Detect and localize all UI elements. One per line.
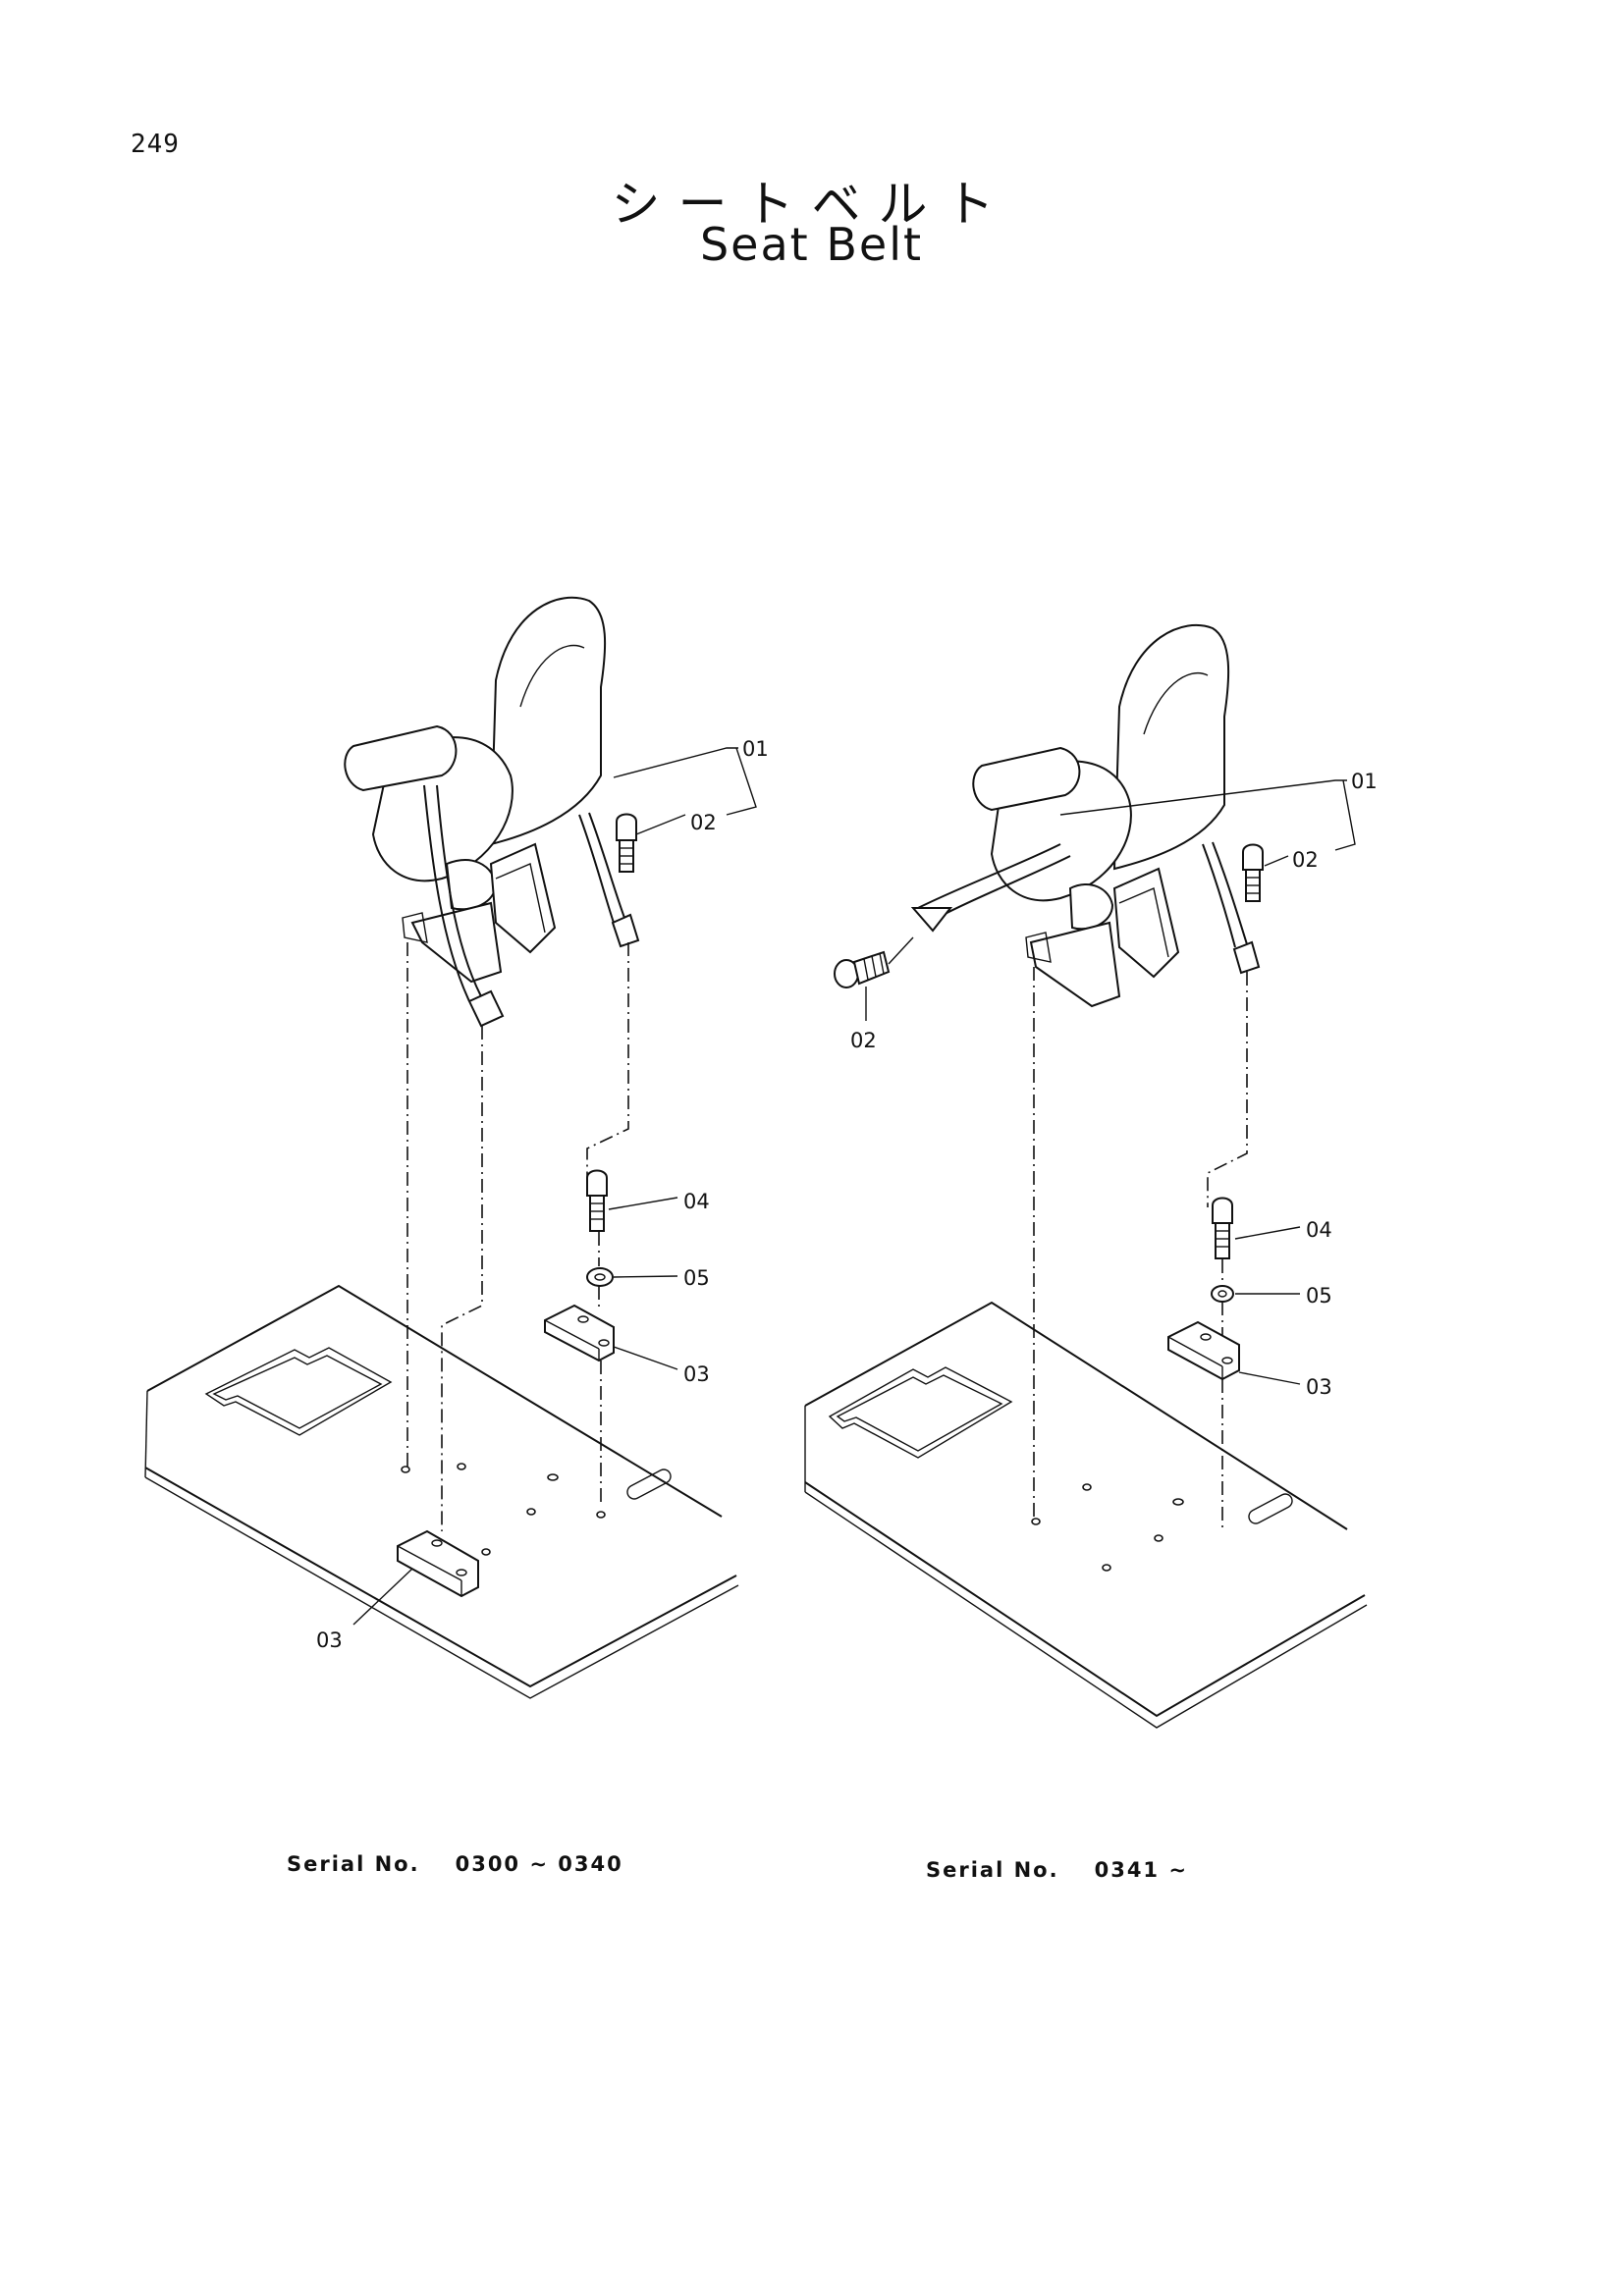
page-number: 249: [131, 130, 180, 159]
title-japanese: シートベルト: [611, 176, 1012, 233]
callout-02: 02: [1292, 848, 1319, 872]
bolt-04-left: [586, 1169, 608, 1232]
bolt-02-left: [616, 813, 637, 873]
bolt-04-right: [1212, 1197, 1233, 1259]
serial-range: 0341 ∼: [1094, 1858, 1188, 1882]
bolt-02-right-lower: [834, 950, 891, 988]
callout-02: 02: [850, 1029, 877, 1052]
seat-left: [344, 596, 640, 1028]
callout-01: 01: [742, 737, 769, 761]
callout-03: 03: [683, 1362, 710, 1386]
serial-caption-left: Serial No. 0300 ∼ 0340: [287, 1852, 623, 1876]
bracket-03-lower-left: [397, 1529, 479, 1598]
callout-02: 02: [690, 811, 717, 834]
callout-03: 03: [1306, 1375, 1332, 1399]
washer-05-right: [1211, 1285, 1234, 1303]
seat-right: [910, 623, 1261, 1008]
left-view: 01 02 04 05 03 03: [144, 596, 769, 1699]
callout-05: 05: [683, 1266, 710, 1290]
serial-range: 0300 ∼ 0340: [455, 1852, 623, 1876]
washer-05-left: [586, 1267, 614, 1287]
serial-label: Serial No.: [926, 1858, 1059, 1882]
right-view: 01 02 02 04 05 03: [804, 623, 1378, 1729]
bolt-02-right-upper: [1242, 843, 1264, 902]
serial-label: Serial No.: [287, 1852, 420, 1876]
floor-plate-right: [804, 1301, 1368, 1729]
bracket-03-right: [1167, 1320, 1240, 1381]
callout-04: 04: [1306, 1218, 1332, 1242]
bracket-03-upper-left: [544, 1304, 615, 1362]
callout-01: 01: [1351, 770, 1378, 793]
serial-caption-right: Serial No. 0341 ∼: [926, 1858, 1188, 1882]
callout-05: 05: [1306, 1284, 1332, 1308]
title-english: Seat Belt: [699, 218, 924, 271]
callout-04: 04: [683, 1190, 710, 1213]
callout-03: 03: [316, 1629, 343, 1652]
floor-plate-left: [144, 1284, 739, 1699]
